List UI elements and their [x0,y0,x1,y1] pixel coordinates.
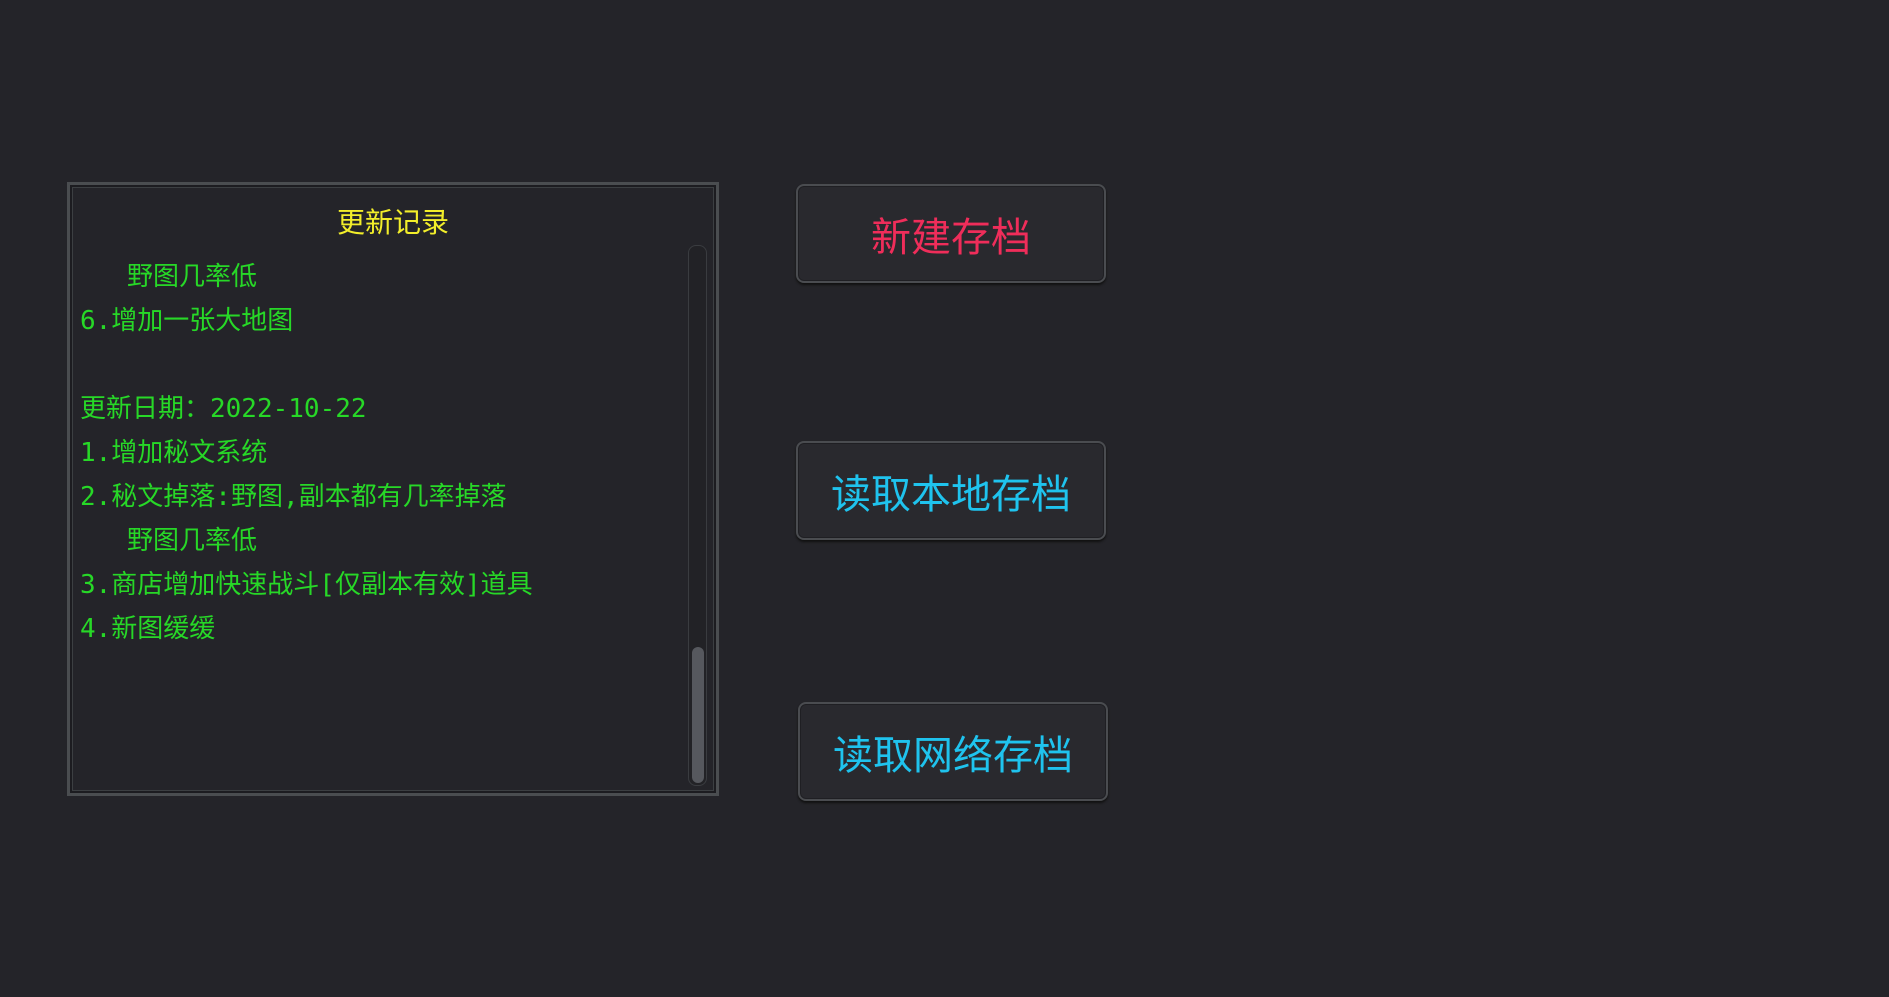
changelog-line: 更新日期：2022-10-22 [80,394,367,424]
changelog-content[interactable]: 野图几率低 6.增加一张大地图 更新日期：2022-10-22 1.增加秘文系统… [80,247,680,777]
scrollbar-thumb[interactable] [692,647,704,783]
changelog-line: 4.新图缓缓 [80,614,216,644]
changelog-scrollbar[interactable] [688,245,707,786]
changelog-panel: 更新记录 野图几率低 6.增加一张大地图 更新日期：2022-10-22 1.增… [67,182,719,796]
changelog-line: 1.增加秘文系统 [80,438,268,468]
changelog-line: 野图几率低 [80,526,257,556]
load-network-save-button[interactable]: 读取网络存档 [798,702,1108,801]
changelog-line: 2.秘文掉落:野图,副本都有几率掉落 [80,482,507,512]
changelog-line: 6.增加一张大地图 [80,306,294,336]
changelog-line: 野图几率低 [80,262,257,292]
load-local-save-button[interactable]: 读取本地存档 [796,441,1106,540]
changelog-title: 更新记录 [336,206,449,239]
new-save-button[interactable]: 新建存档 [796,184,1106,283]
changelog-line: 3.商店增加快速战斗[仅副本有效]道具 [80,570,533,600]
